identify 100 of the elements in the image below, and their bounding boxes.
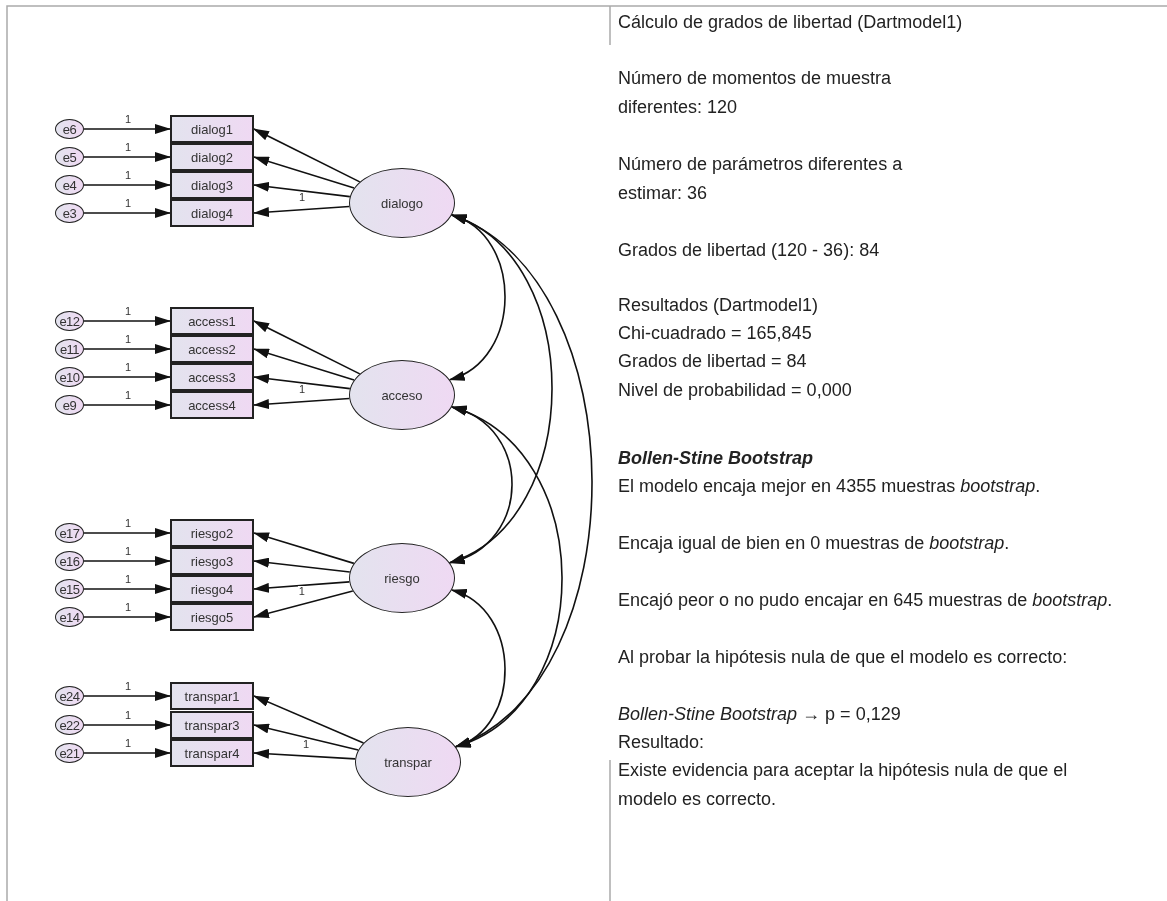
path-arrow xyxy=(253,695,365,744)
result-text: Nivel de probabilidad = 0,000 xyxy=(618,379,853,402)
edge-label: 1 xyxy=(297,383,307,395)
error-term-circle: e15 xyxy=(55,579,84,599)
error-term-circle: e16 xyxy=(55,551,84,571)
path-arrow xyxy=(253,532,355,565)
latent-variable-ellipse: dialogo xyxy=(349,168,455,238)
error-term-circle: e12 xyxy=(55,311,84,331)
error-term-circle: e4 xyxy=(55,175,84,195)
table-heading: Resultados (Dartmodel1) xyxy=(618,294,820,317)
latent-variable-ellipse: riesgo xyxy=(349,543,455,613)
edge-label: 1 xyxy=(124,170,133,181)
result-text: Bollen-Stine Bootstrap → p = 0,129 xyxy=(618,703,902,726)
edge-label: 1 xyxy=(124,710,133,721)
covariance-arrow xyxy=(450,214,593,748)
result-text: Grados de libertad = 84 xyxy=(618,350,808,373)
observed-variable-box: access2 xyxy=(170,335,254,363)
path-arrow xyxy=(253,723,359,751)
edge-label: 1 xyxy=(124,198,133,209)
path-arrow xyxy=(83,400,171,410)
result-text: Número de momentos de muestra diferentes: 120 xyxy=(618,67,893,119)
path-arrow xyxy=(253,590,354,618)
path-arrow xyxy=(83,691,171,701)
error-term-circle: e24 xyxy=(55,686,84,706)
observed-variable-box: riesgo2 xyxy=(170,519,254,547)
error-term-circle: e5 xyxy=(55,147,84,167)
result-text: Al probar la hipótesis nula de que el modelo es correcto: xyxy=(618,646,1069,669)
edge-label: 1 xyxy=(124,546,133,557)
covariance-arrow xyxy=(450,589,506,748)
path-arrow xyxy=(83,316,171,326)
error-term-circle: e14 xyxy=(55,607,84,627)
path-arrow xyxy=(83,748,171,758)
edge-label: 1 xyxy=(297,191,307,203)
observed-variable-box: dialog1 xyxy=(170,115,254,143)
edge-label: 1 xyxy=(302,738,311,750)
latent-variable-ellipse: acceso xyxy=(349,360,455,430)
edge-label: 1 xyxy=(124,334,133,345)
path-arrow xyxy=(83,180,171,190)
result-text: Resultado: xyxy=(618,731,706,754)
result-text: El modelo encaja mejor en 4355 muestras bootstrap. xyxy=(618,475,1042,498)
error-term-circle: e22 xyxy=(55,715,84,735)
observed-variable-box: transpar1 xyxy=(170,682,254,710)
path-arrow xyxy=(253,557,351,573)
observed-variable-box: access4 xyxy=(170,391,254,419)
path-arrow xyxy=(83,528,171,538)
result-text: Encaja igual de bien en 0 muestras de bootstrap. xyxy=(618,532,1011,555)
observed-variable-box: access1 xyxy=(170,307,254,335)
path-arrow xyxy=(253,373,351,390)
edge-label: 1 xyxy=(124,362,133,373)
section-heading: Bollen-Stine Bootstrap xyxy=(618,447,814,470)
latent-variable-ellipse: transpar xyxy=(355,727,461,797)
observed-variable-box: transpar3 xyxy=(170,711,254,739)
path-arrow xyxy=(253,128,361,183)
path-arrow xyxy=(253,748,356,760)
edge-label: 1 xyxy=(297,586,306,598)
path-arrow xyxy=(83,556,171,566)
path-arrow xyxy=(253,397,351,409)
conclusion-text: Existe evidencia para aceptar la hipótesis nula de que el modelo es correcto. xyxy=(618,759,1069,811)
error-term-circle: e6 xyxy=(55,119,84,139)
path-arrow xyxy=(253,205,351,217)
path-arrow xyxy=(253,348,355,381)
result-text: Encajó peor o no pudo encajar en 645 muestras de bootstrap. xyxy=(618,589,1114,612)
result-text: Grados de libertad (120 - 36): 84 xyxy=(618,239,881,262)
path-arrow xyxy=(83,372,171,382)
error-term-circle: e17 xyxy=(55,523,84,543)
path-arrow xyxy=(83,152,171,162)
path-arrow xyxy=(83,208,171,218)
edge-label: 1 xyxy=(124,114,133,125)
error-term-circle: e9 xyxy=(55,395,84,415)
observed-variable-box: riesgo3 xyxy=(170,547,254,575)
edge-label: 1 xyxy=(124,142,133,153)
path-arrow xyxy=(253,320,361,375)
path-arrow xyxy=(253,156,355,189)
path-arrow xyxy=(83,720,171,730)
error-term-circle: e11 xyxy=(55,339,84,359)
edge-label: 1 xyxy=(124,306,133,317)
path-arrow xyxy=(83,124,171,134)
error-term-circle: e3 xyxy=(55,203,84,223)
observed-variable-box: dialog2 xyxy=(170,143,254,171)
edge-label: 1 xyxy=(124,390,133,401)
observed-variable-box: dialog4 xyxy=(170,199,254,227)
error-term-circle: e21 xyxy=(55,743,84,763)
observed-variable-box: transpar4 xyxy=(170,739,254,767)
observed-variable-box: riesgo4 xyxy=(170,575,254,603)
edge-label: 1 xyxy=(124,681,133,692)
error-term-circle: e10 xyxy=(55,367,84,387)
edge-label: 1 xyxy=(124,738,133,749)
path-arrow xyxy=(83,612,171,622)
observed-variable-box: dialog3 xyxy=(170,171,254,199)
edge-label: 1 xyxy=(124,602,133,613)
path-arrow xyxy=(253,181,351,198)
path-arrow xyxy=(253,581,351,593)
observed-variable-box: access3 xyxy=(170,363,254,391)
edge-label: 1 xyxy=(124,574,133,585)
result-text: Chi-cuadrado = 165,845 xyxy=(618,322,813,345)
result-text: Número de parámetros diferentes a estimar: 36 xyxy=(618,153,904,205)
edge-label: 1 xyxy=(124,518,133,529)
table-heading: Cálculo de grados de libertad (Dartmodel1) xyxy=(618,11,964,34)
observed-variable-box: riesgo5 xyxy=(170,603,254,631)
path-arrow xyxy=(83,344,171,354)
